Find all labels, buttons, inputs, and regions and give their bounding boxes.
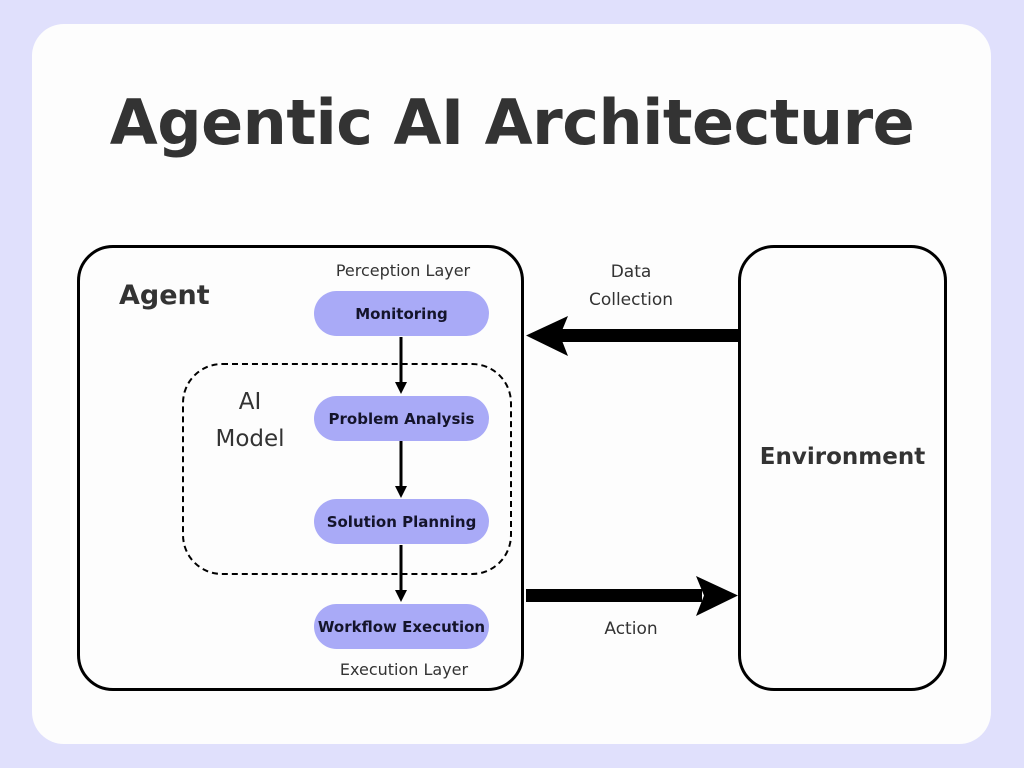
action-label: Action [604, 619, 658, 639]
step-problem-analysis: Problem Analysis [314, 396, 489, 441]
data-collection-label: Data Collection [561, 258, 701, 314]
environment-box [738, 245, 947, 691]
agent-box [77, 245, 524, 691]
ai-model-label-line2: Model [215, 426, 285, 452]
ai-model-label: AI Model [190, 384, 310, 458]
ai-model-boundary [182, 363, 512, 575]
step-workflow-execution: Workflow Execution [314, 604, 489, 649]
execution-layer-label: Execution Layer [339, 660, 469, 679]
diagram-title: Agentic AI Architecture [109, 86, 915, 159]
step-solution-planning: Solution Planning [314, 499, 489, 544]
data-collection-label-line2: Collection [588, 290, 674, 310]
data-collection-label-line1: Data [610, 262, 652, 282]
step-monitoring: Monitoring [314, 291, 489, 336]
ai-model-label-line1: AI [238, 389, 262, 415]
environment-label: Environment [759, 444, 926, 470]
perception-layer-label: Perception Layer [335, 261, 471, 280]
agent-label: Agent [119, 280, 210, 311]
